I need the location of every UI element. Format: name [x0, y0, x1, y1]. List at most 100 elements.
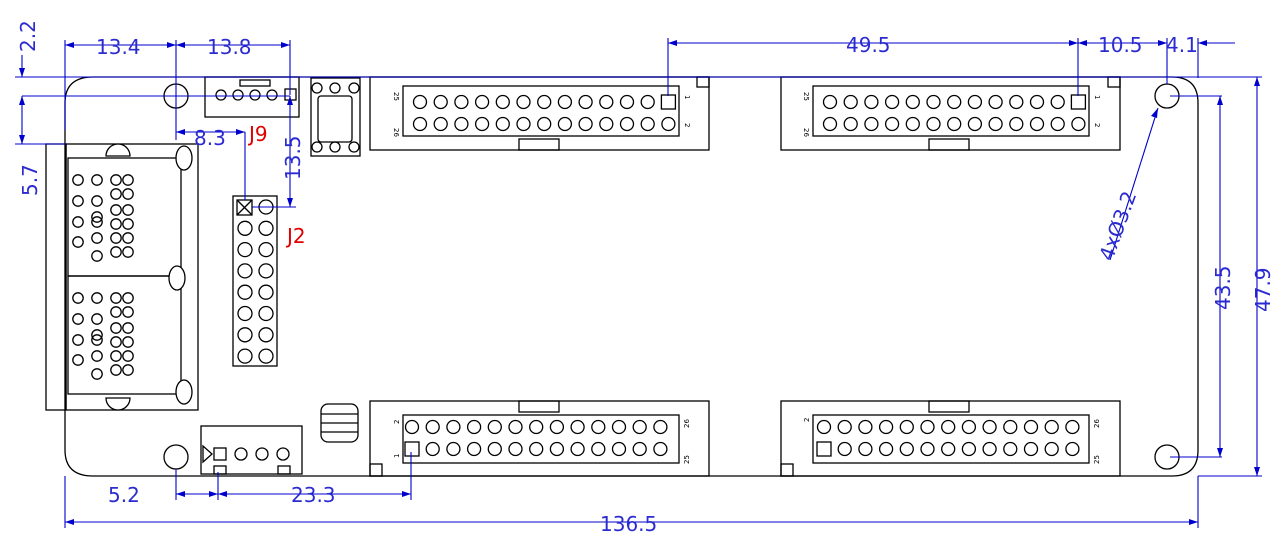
header-pin: [1044, 419, 1059, 435]
header-pin: [549, 419, 565, 435]
jack-pin: [122, 350, 134, 362]
header-pin: [1009, 116, 1024, 132]
header-pin: [1044, 441, 1059, 457]
j2-pin: [258, 348, 274, 364]
header-pin: [1009, 94, 1024, 110]
header-pin: [947, 116, 962, 132]
pin-labels: 1 2 25 26 1 2 25 26 1 2 25 26 2 25 26: [392, 92, 1101, 464]
header-pin: [858, 441, 873, 457]
jack-pin: [91, 216, 103, 228]
svg-text:1: 1: [683, 95, 691, 99]
jack-pin: [122, 188, 134, 200]
header-pin: [1029, 116, 1045, 132]
header-pin: [884, 94, 900, 110]
header-pin: [653, 419, 668, 435]
svg-text:25: 25: [683, 455, 691, 464]
header-pin: [446, 441, 461, 457]
header-pin: [516, 116, 531, 132]
header-pin: [837, 419, 852, 435]
jack-pin: [72, 236, 84, 248]
j2-pin: [237, 220, 253, 236]
header-pin: [982, 419, 997, 435]
dimension-lines: [15, 38, 1262, 528]
header-pin: [425, 419, 440, 435]
header-pin: [961, 419, 977, 435]
header-pin: [899, 441, 914, 457]
jack-pin: [122, 246, 134, 258]
jack-pin: [110, 350, 122, 362]
header-pin: [640, 116, 655, 132]
jack-pin: [122, 364, 134, 376]
dimension-text: 13.4 13.8 2.2 49.5 10.5 4.1 5.7 8.3 13.5…: [16, 20, 1275, 536]
jack-pin: [110, 322, 122, 334]
header-pin: [843, 94, 858, 110]
j2-pin: [258, 220, 274, 236]
header-pin: [1003, 419, 1018, 435]
header-pin: [495, 116, 510, 132]
header-pin: [884, 116, 900, 132]
dim-5-7: 5.7: [18, 164, 42, 196]
header-pin: [487, 419, 502, 435]
mounting-hole: [163, 444, 189, 470]
j2-pin: [237, 348, 253, 364]
header-pin: [988, 116, 1003, 132]
jack-pin: [72, 354, 84, 366]
jack-pin: [110, 218, 122, 230]
jack-pin: [122, 204, 134, 216]
header-pin: [433, 116, 448, 132]
header-pin: [516, 94, 531, 110]
jack-pin: [72, 216, 84, 228]
header-pin: [1065, 441, 1080, 457]
jack-pin: [91, 250, 103, 262]
j2-pin: [237, 263, 253, 279]
header-pin: [920, 419, 935, 435]
header-pin: [557, 94, 573, 110]
header-pin: [632, 441, 647, 457]
dim-13-4: 13.4: [96, 35, 141, 59]
header-pin: [988, 94, 1003, 110]
header-pin: [404, 419, 420, 435]
jack-pin: [91, 334, 103, 346]
header-pin: [529, 441, 544, 457]
jack-pin: [110, 188, 122, 200]
jack-pin: [91, 195, 103, 207]
header-pin: [446, 419, 461, 435]
header-pin: [549, 441, 565, 457]
header-pin: [1023, 441, 1039, 457]
header-pin: [926, 116, 941, 132]
header-pin: [941, 441, 956, 457]
dim-49-5: 49.5: [846, 33, 891, 57]
jack-pin: [122, 322, 134, 334]
dim-13-5: 13.5: [281, 135, 305, 180]
header-pin: [864, 116, 879, 132]
header-pin: [640, 94, 655, 110]
header-pin: [843, 116, 858, 132]
header-pin: [495, 94, 510, 110]
header-pin: [982, 441, 997, 457]
jack-pin: [110, 174, 122, 186]
j2-pin: [237, 305, 253, 322]
header-pin: [1050, 116, 1065, 132]
dim-holes: 4xØ3.2: [1094, 188, 1141, 264]
idc-header-top-left: [369, 76, 710, 151]
header-pin: [632, 419, 647, 435]
header-pin: [1023, 419, 1039, 435]
svg-text:25: 25: [392, 92, 400, 101]
jack-pin: [122, 306, 134, 318]
jack-pin: [91, 350, 103, 362]
header-pin: [816, 419, 832, 435]
svg-text:26: 26: [392, 128, 400, 137]
header-pin: [653, 441, 668, 457]
header-pin: [611, 441, 627, 457]
jack-pin: [110, 306, 122, 318]
header-pin: [537, 94, 552, 110]
label-j2: J2: [285, 224, 306, 248]
svg-text:1: 1: [1093, 95, 1101, 99]
j2-pin: [258, 241, 274, 258]
jack-pin: [122, 292, 134, 304]
svg-text:26: 26: [683, 419, 691, 428]
header-pin: [905, 94, 920, 110]
header-pin: [619, 94, 635, 110]
header-pin: [878, 419, 894, 435]
